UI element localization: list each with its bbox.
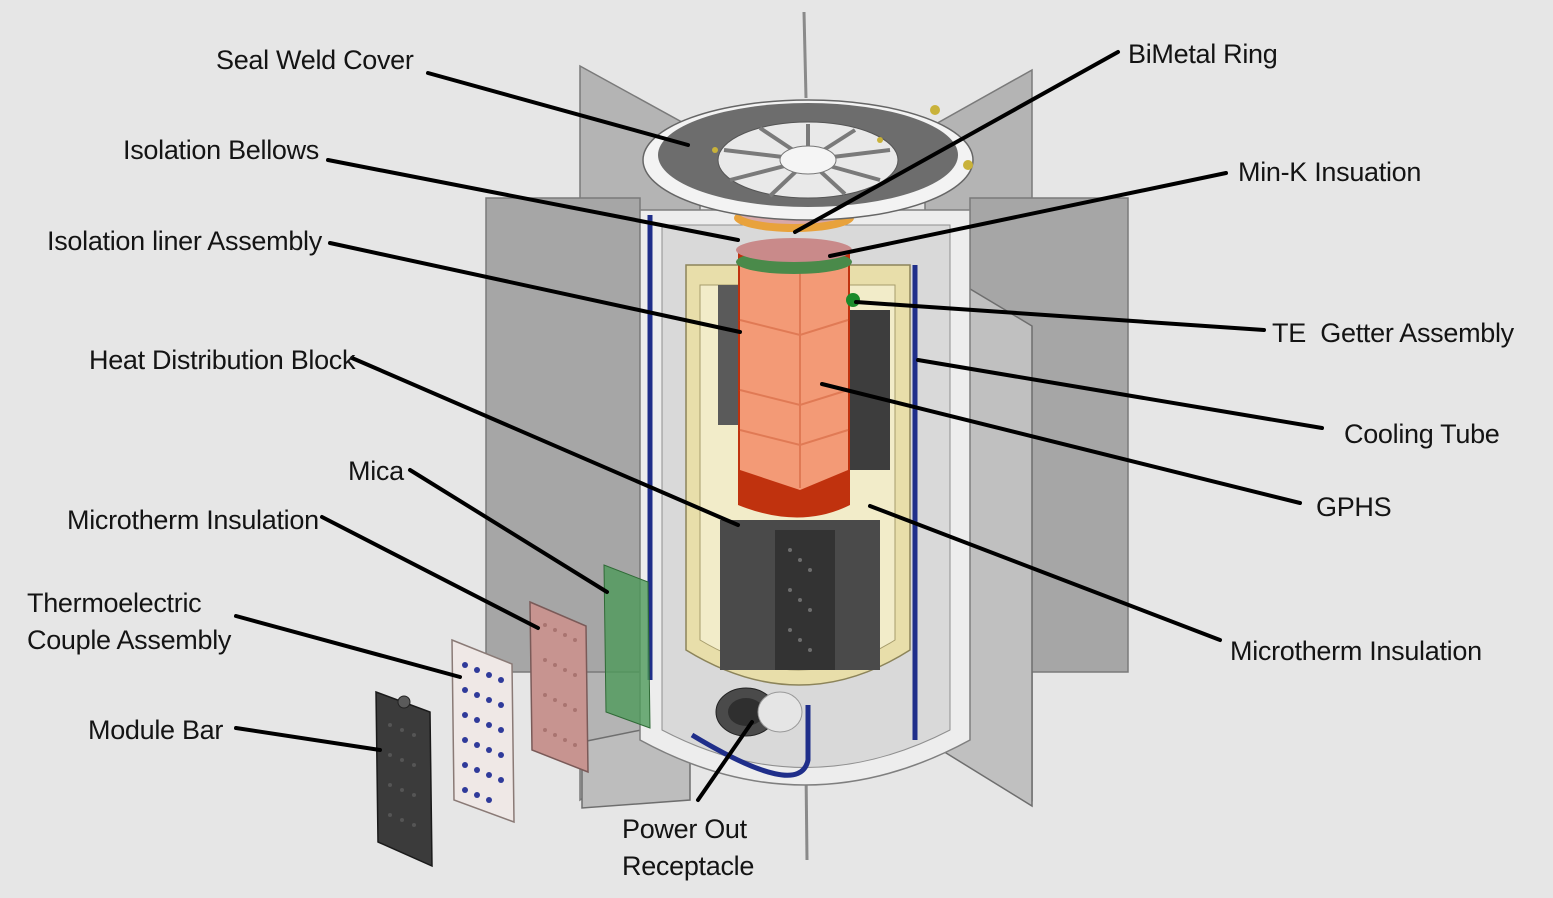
leader-isolation-bellows bbox=[326, 158, 740, 242]
cooling-tubes bbox=[647, 215, 918, 778]
module-bar bbox=[375, 690, 433, 868]
label-gphs: GPHS bbox=[1316, 492, 1392, 522]
label-bimetal-ring: BiMetal Ring bbox=[1128, 39, 1278, 69]
label-isolation-bellows: Isolation Bellows bbox=[123, 135, 320, 165]
label-module-bar: Module Bar bbox=[88, 715, 224, 745]
leader-microtherm-right bbox=[868, 504, 1222, 642]
seal-weld-cover bbox=[642, 99, 974, 221]
label-cooling-tube: Cooling Tube bbox=[1344, 419, 1500, 449]
label-te-getter-assembly: TE Getter Assembly bbox=[1272, 318, 1514, 348]
leader-microtherm-left bbox=[320, 515, 540, 630]
top-rod bbox=[802, 11, 808, 99]
leader-seal-weld-cover bbox=[426, 71, 690, 147]
leader-power-out bbox=[696, 720, 754, 802]
label-isolation-liner-assembly: Isolation liner Assembly bbox=[47, 226, 322, 256]
label-microtherm-insulation-right: Microtherm Insulation bbox=[1230, 636, 1482, 666]
microtherm-panel bbox=[529, 600, 589, 774]
thermoelectric-couple-panel bbox=[451, 638, 515, 824]
label-power-out-line2: Receptacle bbox=[622, 851, 755, 881]
leader-heat-distribution bbox=[350, 356, 740, 527]
leader-thermoelectric bbox=[234, 614, 462, 679]
leader-bimetal-ring bbox=[793, 50, 1120, 234]
leader-te-getter bbox=[854, 300, 1266, 332]
label-seal-weld-cover: Seal Weld Cover bbox=[216, 45, 414, 75]
label-microtherm-insulation-left: Microtherm Insulation bbox=[67, 505, 319, 535]
label-power-out-line1: Power Out bbox=[622, 814, 747, 844]
leader-module-bar bbox=[234, 726, 382, 752]
leader-mica bbox=[408, 468, 609, 594]
label-mica: Mica bbox=[348, 456, 404, 486]
leader-gphs bbox=[820, 382, 1302, 505]
inner-blocks bbox=[718, 285, 890, 670]
mica-sheet bbox=[603, 564, 651, 729]
label-min-k-insulation: Min-K Insuation bbox=[1238, 157, 1422, 187]
leader-isolation-liner bbox=[328, 241, 742, 334]
leader-min-k bbox=[828, 171, 1228, 258]
leader-lines bbox=[234, 50, 1324, 802]
gphs-stack bbox=[734, 200, 860, 518]
power-out-receptacle bbox=[715, 687, 803, 737]
label-thermoelectric-line2: Couple Assembly bbox=[27, 625, 232, 655]
leader-cooling-tube bbox=[916, 358, 1324, 430]
label-thermoelectric-line1: Thermoelectric bbox=[27, 588, 202, 618]
label-heat-distribution-block: Heat Distribution Block bbox=[89, 345, 356, 375]
